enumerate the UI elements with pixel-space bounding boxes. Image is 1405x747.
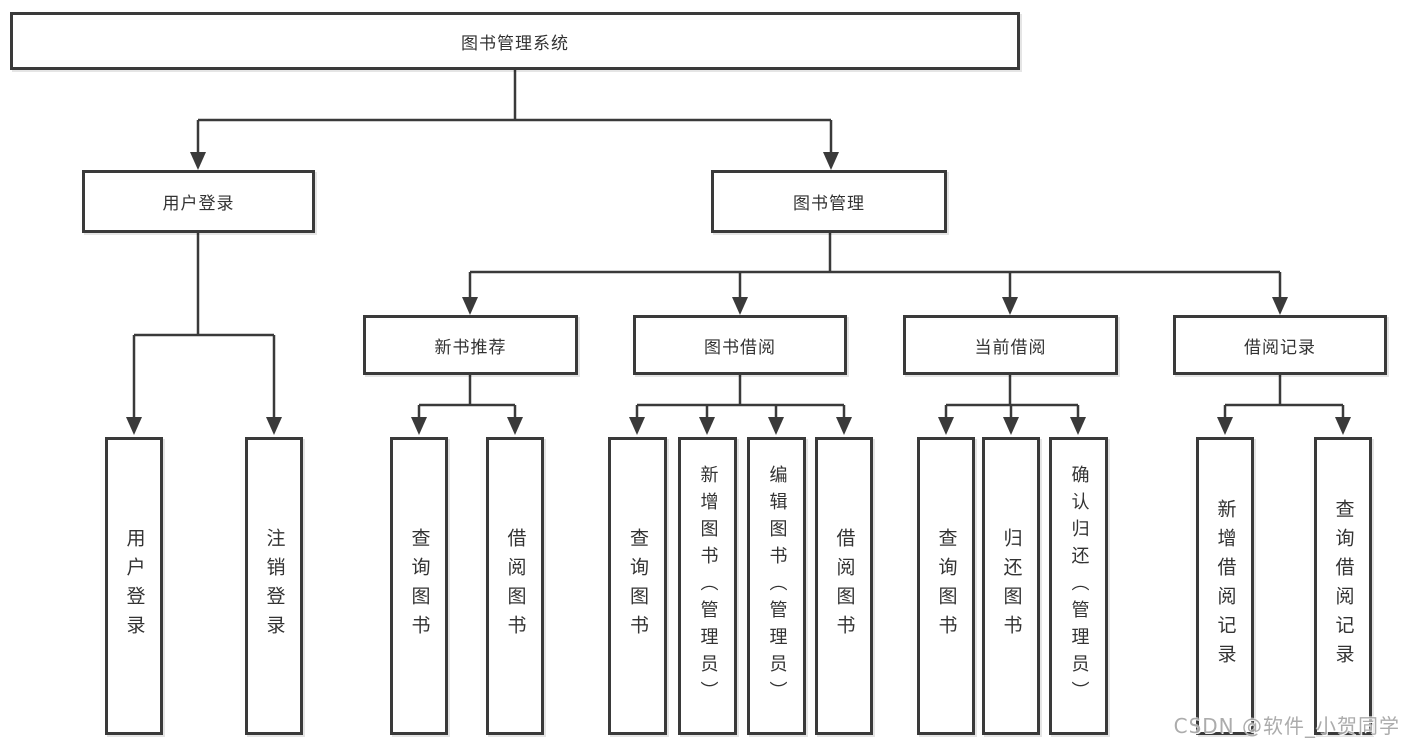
connector-line [417,375,517,421]
leaf-logout: 注销登录 [245,437,303,735]
connector-line [196,70,833,154]
leaf-label: 借阅图书 [833,528,856,644]
leaf-label: 查询图书 [935,528,958,644]
connector-arrowhead [1002,297,1018,315]
leaf-label: 注销登录 [263,528,286,644]
connector-arrowhead [507,417,523,435]
leaf-query-books-recommend: 查询图书 [390,437,448,735]
leaf-query-books-borrow: 查询图书 [608,437,667,735]
leaf-query-books-current: 查询图书 [917,437,975,735]
connector-arrowhead [462,297,478,315]
connector-arrowhead [938,417,954,435]
connector-arrowhead [1217,417,1233,435]
connector-arrowhead [411,417,427,435]
leaf-label: 新增图书（管理员） [697,464,719,708]
leaf-label: 查询图书 [408,528,431,644]
connector-arrowhead [629,417,645,435]
connector-line [132,233,276,421]
connector-line [944,375,1080,421]
leaf-label: 用户登录 [123,528,146,644]
csdn-watermark: CSDN @软件_小贺同学 [1173,714,1400,738]
node-book-management: 图书管理 [711,170,947,233]
leaf-edit-book-admin: 编辑图书（管理员） [747,437,806,735]
node-book-borrow: 图书借阅 [633,315,847,375]
connector-arrowhead [266,417,282,435]
connector-arrowhead [190,152,206,170]
connector-arrowhead [1070,417,1086,435]
node-user-login: 用户登录 [82,170,315,233]
connector-arrowheads [126,152,1351,435]
connector-line [1223,375,1345,421]
leaf-add-book-admin: 新增图书（管理员） [678,437,737,735]
leaf-label: 查询图书 [627,528,649,644]
connector-arrowhead [768,417,784,435]
leaf-user-login: 用户登录 [105,437,163,735]
leaf-confirm-return-admin: 确认归还（管理员） [1049,437,1108,735]
connector-lines [132,70,1345,421]
leaf-query-borrow-record: 查询借阅记录 [1314,437,1372,735]
connector-arrowhead [823,152,839,170]
connector-arrowhead [699,417,715,435]
node-new-book-recommend: 新书推荐 [363,315,578,375]
leaf-add-borrow-record: 新增借阅记录 [1196,437,1254,735]
leaf-return-books: 归还图书 [982,437,1040,735]
connector-arrowhead [732,297,748,315]
node-current-borrow: 当前借阅 [903,315,1118,375]
connector-line [635,375,846,421]
connector-arrowhead [1272,297,1288,315]
connector-arrowhead [126,417,142,435]
connector-arrowhead [1003,417,1019,435]
node-borrow-records: 借阅记录 [1173,315,1387,375]
leaf-label: 编辑图书（管理员） [766,464,788,708]
leaf-borrow-books: 借阅图书 [815,437,873,735]
leaf-borrow-books-recommend: 借阅图书 [486,437,544,735]
leaf-label: 确认归还（管理员） [1068,464,1090,708]
connector-arrowhead [836,417,852,435]
connector-arrowhead [1335,417,1351,435]
leaf-label: 借阅图书 [504,528,527,644]
leaf-label: 查询借阅记录 [1332,499,1355,673]
connector-line [468,233,1282,299]
leaf-label: 归还图书 [1000,528,1023,644]
node-root-library-system: 图书管理系统 [10,12,1020,70]
leaf-label: 新增借阅记录 [1214,499,1237,673]
